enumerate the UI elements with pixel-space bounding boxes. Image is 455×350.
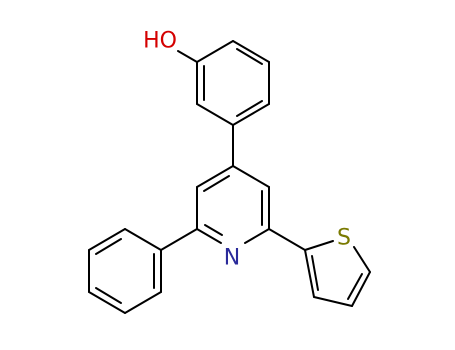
pyridine-ring-bond — [196, 228, 222, 244]
thiophene-double-bond — [347, 273, 363, 300]
phenyl-double-bond — [95, 287, 122, 304]
thiophene-ring-bond — [304, 249, 315, 298]
phenol-double-bond — [236, 48, 263, 65]
phenyl-double-bond — [95, 238, 122, 255]
thiophene-ring-bond — [351, 271, 371, 307]
phenol-ring-bond — [196, 103, 234, 126]
hydroxyl-label: HO — [143, 29, 177, 54]
phenyl-ring-bond — [88, 228, 126, 251]
thiophene-ring-bond — [313, 296, 353, 307]
pyridine-ring-bond — [232, 165, 270, 188]
phenyl-ring-bond — [124, 228, 162, 251]
hydroxyl-bond — [177, 50, 198, 63]
thiophene-sulfur-label: S — [337, 226, 351, 251]
phenol-double-bond — [236, 100, 263, 117]
pyridine-ring-bond — [196, 165, 234, 188]
phenol-ring-bond — [232, 40, 270, 63]
pyridine-double-bond — [204, 224, 223, 236]
pyridine-ring-bond — [244, 228, 270, 244]
thiophene-ring-bond — [353, 246, 371, 273]
aryl-link-bond — [160, 228, 198, 251]
phenyl-ring-bond — [124, 291, 162, 314]
phenol-ring-bond — [232, 103, 270, 126]
phenol-ring-bond — [196, 40, 234, 63]
aryl-link-bond — [268, 228, 306, 251]
thiophene-double-bond — [311, 255, 319, 291]
pyridine-double-bond — [203, 175, 230, 192]
thiophene-ring-bond — [304, 240, 334, 251]
bond-layer — [88, 40, 371, 314]
pyridine-nitrogen-label: N — [224, 246, 240, 271]
phenyl-ring-bond — [88, 291, 126, 314]
